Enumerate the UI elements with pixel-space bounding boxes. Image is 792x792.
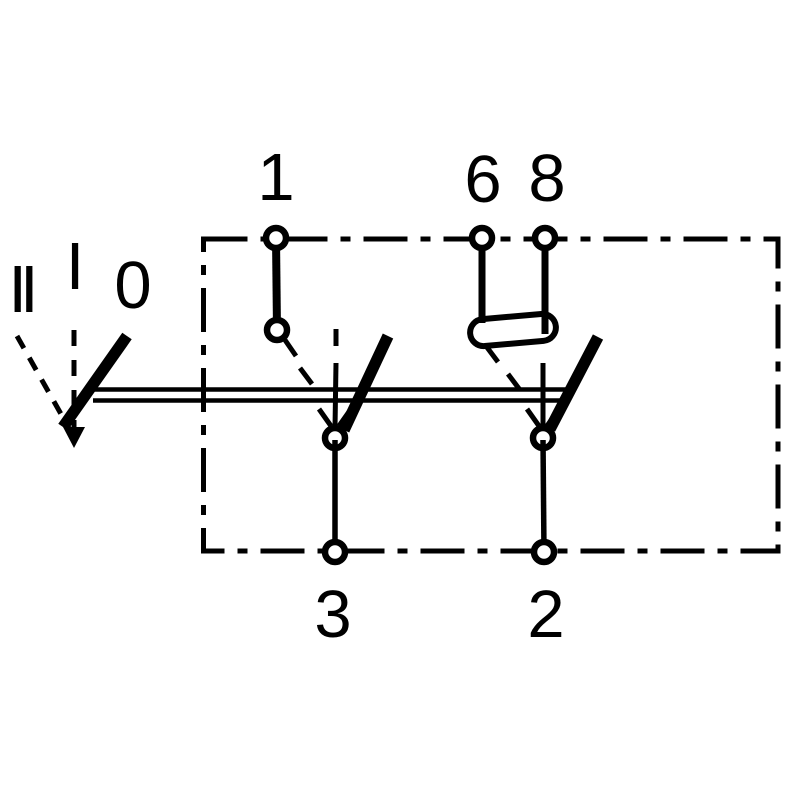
terminal-1-label: 1 [257, 140, 294, 215]
pole-2-spring-notch-left [524, 407, 542, 428]
terminal-6-label: 6 [464, 142, 501, 217]
pole-1-contact-stub-dash [298, 366, 314, 386]
movement-arrow-icon [63, 427, 85, 448]
lamp-symbol [467, 310, 559, 350]
pole-1-contact-arm [272, 237, 281, 331]
position-I-label: I [66, 229, 85, 304]
pole-2-terminal-lead [540, 439, 547, 553]
pole-1-contact-stub [282, 338, 299, 358]
terminal-6-circle [468, 224, 496, 252]
terminal-3-circle [321, 538, 349, 566]
position-II-dashed-line [14, 334, 73, 432]
lamp-contact-dash [506, 372, 522, 392]
terminal-8-label: 8 [528, 141, 565, 216]
switch-body-outline [201, 236, 781, 554]
lamp-contact-tick [484, 344, 500, 364]
actuator-lever-pole-2 [544, 334, 604, 432]
actuator-lever-left [58, 332, 132, 431]
terminal-2-circle [530, 538, 558, 566]
terminal-3-label: 3 [314, 577, 351, 652]
pole-1-lower-contact-circle [263, 316, 291, 344]
pole-3-spring-notch-left [316, 407, 334, 428]
schematic-lines [14, 224, 781, 566]
terminal-2-label: 2 [527, 577, 564, 652]
position-II-label: II [8, 252, 33, 327]
actuator-lever-pole-3 [338, 333, 394, 433]
pole-3-vertical-line [332, 362, 339, 429]
position-0-label: 0 [114, 248, 151, 323]
terminal-8-circle [531, 224, 559, 252]
terminal-1-circle [262, 224, 290, 252]
